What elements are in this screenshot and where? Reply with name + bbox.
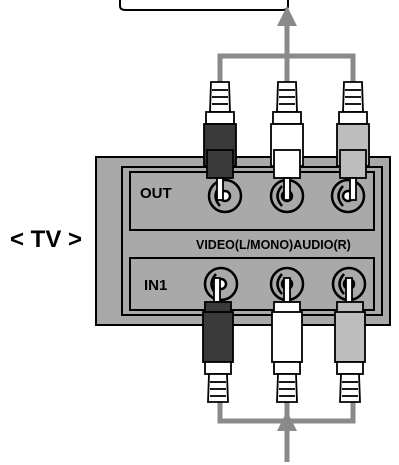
in-label: IN1 xyxy=(144,277,167,294)
bottom-plug-video xyxy=(202,277,234,403)
top-plug-audio-r xyxy=(336,81,370,201)
top-plug-video xyxy=(203,81,237,201)
top-device-edge xyxy=(119,0,289,11)
out-jack-audio-r[interactable] xyxy=(330,178,366,214)
bottom-plug-audio-l xyxy=(271,277,303,403)
top-cable-bundle xyxy=(217,6,356,92)
device-label: < TV > xyxy=(10,226,82,253)
bottom-plug-audio-r xyxy=(334,277,366,403)
out-label: OUT xyxy=(140,185,172,202)
out-jack-video[interactable] xyxy=(207,178,243,214)
in-jack-video[interactable] xyxy=(203,266,239,302)
tv-panel xyxy=(95,156,391,326)
top-plug-audio-l xyxy=(270,81,304,201)
channel-label: VIDEO(L/MONO)AUDIO(R) xyxy=(196,238,351,252)
